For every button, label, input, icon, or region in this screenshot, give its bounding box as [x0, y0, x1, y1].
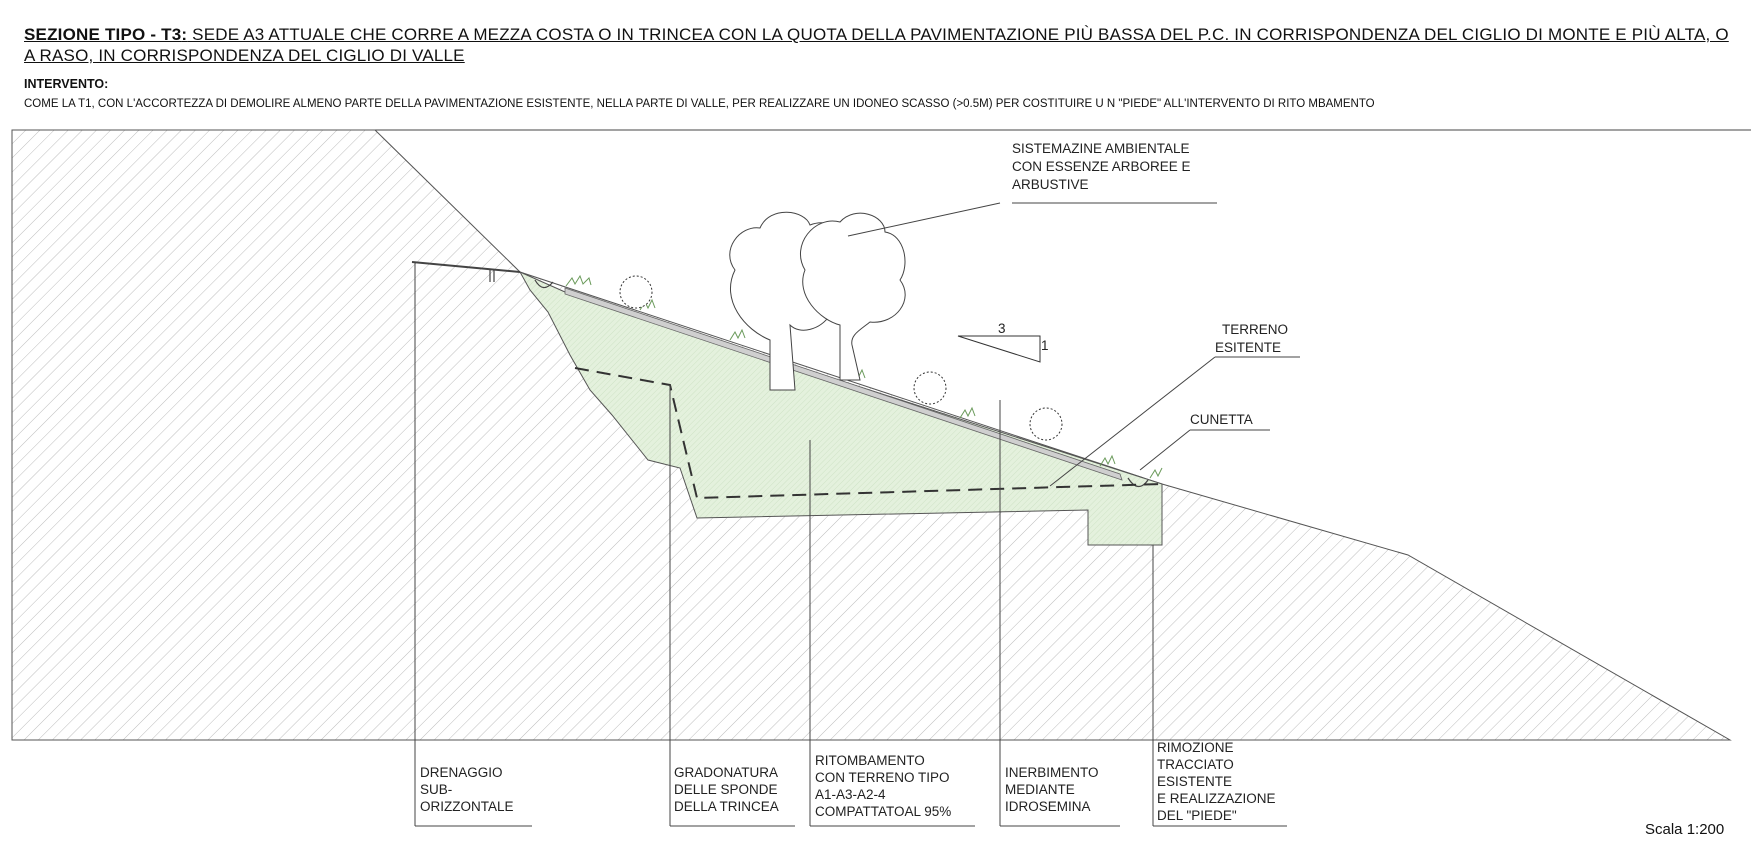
terreno-line2: ESITENTE [1215, 340, 1281, 355]
gradonatura-line1: GRADONATURA [674, 765, 778, 780]
cunetta-leader [1139, 429, 1191, 471]
section-title: SEZIONE TIPO - T3: SEDE A3 ATTUALE CHE C… [24, 24, 1729, 66]
tree-large [729, 211, 906, 391]
sistemazione-leader [847, 202, 1001, 237]
cunetta-label: CUNETTA [1190, 412, 1253, 427]
drenaggio-line1: DRENAGGIO [420, 765, 503, 780]
gradonatura-line2: DELLE SPONDE [674, 782, 778, 797]
shrub-1 [619, 275, 653, 309]
inerbimento-line3: IDROSEMINA [1005, 799, 1091, 814]
section-title-sep: : [181, 25, 188, 44]
section-title-line1: SEDE A3 ATTUALE CHE CORRE A MEZZA COSTA … [187, 25, 1729, 44]
gradonatura-line3: DELLA TRINCEA [674, 799, 779, 814]
section-title-line2: A RASO, IN CORRISPONDENZA DEL CIGLIO DI … [24, 46, 465, 65]
terreno-line1: TERRENO [1222, 322, 1288, 337]
rimozione-line3: ESISTENTE [1157, 774, 1232, 789]
rimozione-line1: RIMOZIONE [1157, 740, 1234, 755]
rimozione-line2: TRACCIATO [1157, 757, 1234, 772]
rimozione-line4: E REALIZZAZIONE [1157, 791, 1276, 806]
slope-run-label: 3 [998, 321, 1006, 336]
shrub-2 [913, 371, 947, 405]
intervento-label: INTERVENTO: [24, 77, 109, 91]
ritombamento-line1: RITOMBAMENTO [815, 753, 925, 768]
inerbimento-line2: MEDIANTE [1005, 782, 1075, 797]
lower-ditch [1127, 477, 1149, 488]
backfill-body [518, 270, 1163, 546]
slope-triangle [957, 335, 1041, 363]
existing-road-edge [411, 261, 521, 273]
drenaggio-line3: ORIZZONTALE [420, 799, 514, 814]
section-title-code: SEZIONE TIPO - T3 [24, 25, 182, 44]
drenaggio-line2: SUB- [420, 782, 452, 797]
inerbimento-line1: INERBIMENTO [1005, 765, 1099, 780]
ritombamento-line2: CON TERRENO TIPO [815, 770, 950, 785]
slope-rise-label: 1 [1041, 338, 1049, 353]
sistemazione-line3: ARBUSTIVE [1012, 177, 1089, 192]
rimozione-line5: DEL "PIEDE" [1157, 808, 1237, 823]
terreno-leader [1049, 356, 1216, 487]
ritombamento-line4: COMPATTATOAL 95% [815, 804, 951, 819]
sistemazione-line2: CON ESSENZE ARBOREE E [1012, 159, 1191, 174]
upper-ditch [534, 279, 554, 289]
intervento-text: COME LA T1, CON L'ACCORTEZZA DI DEMOLIRE… [24, 98, 1375, 110]
shrub-3 [1029, 407, 1063, 441]
road-pavement [564, 287, 1123, 481]
excavation-dashed-line [574, 367, 1163, 500]
sistemazione-line1: SISTEMAZINE AMBIENTALE [1012, 141, 1190, 156]
ritombamento-line3: A1-A3-A2-4 [815, 787, 886, 802]
scale-label: Scala 1:200 [1645, 821, 1725, 838]
